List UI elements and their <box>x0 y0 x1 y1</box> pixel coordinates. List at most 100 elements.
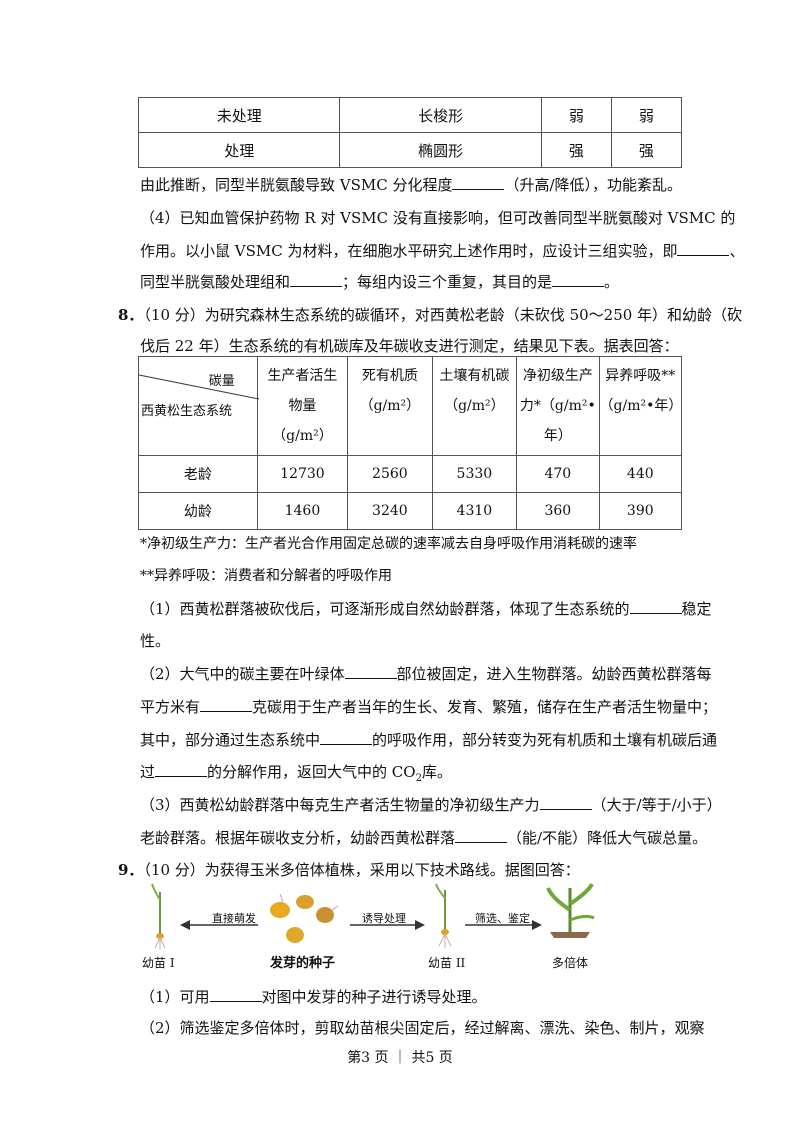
header-line: （g/m²） <box>272 428 333 444</box>
figure-label: 幼苗 I <box>142 956 175 970</box>
text-line: （1）可用对图中发芽的种子进行诱导处理。 <box>140 987 487 1007</box>
text-line: 平方米有 克碳用于生产者当年的生长、发育、繁殖，储存在生产者活生物量中； <box>140 697 717 717</box>
text-span: 其中，部分通过生态系统中 <box>140 731 321 749</box>
answer-blank[interactable] <box>629 599 682 614</box>
question-9-stem: 9．（10 分）为获得玉米多倍体植株，采用以下技术路线。据图回答： <box>118 860 580 880</box>
header-line: 年） <box>543 428 572 444</box>
answer-blank[interactable] <box>455 828 508 843</box>
header-line: 净初级生产 <box>522 368 593 384</box>
table-cell: 5330 <box>431 455 518 493</box>
corner-bottom-label: 西黄松生态系统 <box>141 404 233 419</box>
text-span: （升高/降低），功能紊乱。 <box>504 176 683 194</box>
table-cell: 12730 <box>256 455 349 493</box>
text-span: 克碳用于生产者当年的生长、发育、繁殖，储存在生产者活生物量中； <box>252 698 718 716</box>
text-span: 、 <box>729 242 745 260</box>
text-span: ；每组内设三个重复，其目的是 <box>342 273 553 291</box>
text-line: （3）西黄松幼龄群落中每克生产者活生物量的净初级生产力 （大于/等于/小于） <box>140 795 722 815</box>
answer-blank[interactable] <box>290 272 343 287</box>
diagonal-line <box>139 374 259 400</box>
polyploid-plant-icon <box>546 882 595 938</box>
text-span: 平方米有 <box>140 698 201 716</box>
answer-blank[interactable] <box>452 175 505 190</box>
arrow-right-icon <box>465 920 542 930</box>
text-span: （10 分）为获得玉米多倍体植株，采用以下技术路线。据图回答： <box>143 861 580 879</box>
carbon-table: 碳量 西黄松生态系统 生产者活生 物量 （g/m²） 死有机质 （g/m²） 土… <box>138 356 682 530</box>
text-span: （大于/等于/小于） <box>591 796 722 814</box>
subscript: 2 <box>415 773 422 784</box>
diagonal-header-cell: 碳量 西黄松生态系统 <box>138 356 259 456</box>
text-line: （1）西黄松群落被砍伐后，可逐渐形成自然幼龄群落，体现了生态系统的稳定 <box>140 599 712 619</box>
text-span: （2）大气中的碳主要在叶绿体 <box>140 665 345 683</box>
table-cell: 强 <box>540 132 612 168</box>
text-line: 作用。以小鼠 VSMC 为材料，在细胞水平研究上述作用时，应设计三组实验，即 、 <box>140 241 745 261</box>
answer-blank[interactable] <box>155 762 208 777</box>
text-span: （1）西黄松群落被砍伐后，可逐渐形成自然幼龄群落，体现了生态系统的 <box>140 600 630 618</box>
text-span: （10 分）为研究森林生态系统的碳循环，对西黄松老龄（未砍伐 50～250 年）… <box>143 306 743 324</box>
answer-blank[interactable] <box>677 241 730 256</box>
table-cell: 长梭形 <box>339 97 542 133</box>
table-cell: 1460 <box>256 492 349 530</box>
header-line: （g/m²） <box>444 398 505 414</box>
answer-blank[interactable] <box>209 987 262 1002</box>
observation-table: 未处理 长梭形 弱 弱 处理 椭圆形 强 强 <box>137 97 683 168</box>
answer-blank[interactable] <box>552 272 605 287</box>
table-cell: 弱 <box>540 97 612 133</box>
text-line: （2）大气中的碳主要在叶绿体 部位被固定，进入生物群落。幼龄西黄松群落每 <box>140 664 712 684</box>
column-header: 净初级生产 力*（g/m²• 年） <box>516 356 600 456</box>
question-number: 9． <box>118 861 144 879</box>
table-header-row: 碳量 西黄松生态系统 生产者活生 物量 （g/m²） 死有机质 （g/m²） 土… <box>138 356 683 456</box>
footnote: *净初级生产力：生产者光合作用固定总碳的速率减去自身呼吸作用消耗碳的速率 <box>140 536 637 552</box>
row-label: 老龄 <box>138 455 258 493</box>
text-span: 作用。以小鼠 VSMC 为材料，在细胞水平研究上述作用时，应设计三组实验，即 <box>140 242 678 260</box>
header-line: （g/m²•年） <box>599 398 683 414</box>
table-cell: 弱 <box>610 97 683 133</box>
figure-label: 幼苗 II <box>428 956 466 970</box>
text-line: 老龄群落。根据年碳收支分析，幼龄西黄松群落（能/不能）降低大气碳总量。 <box>140 828 707 848</box>
figure-illustration <box>151 882 595 950</box>
text-span: 过 <box>140 763 156 781</box>
header-line: 物量 <box>288 398 317 414</box>
text-line: 由此推断，同型半胱氨酸导致 VSMC 分化程度 （升高/降低），功能紊乱。 <box>140 175 682 195</box>
header-line: 异养呼吸** <box>605 368 676 384</box>
text-span: 部位被固定，进入生物群落。幼龄西黄松群落每 <box>396 665 712 683</box>
seedling-i-icon <box>151 883 166 950</box>
table-cell: 强 <box>610 132 683 168</box>
text-line: （4）已知血管保护药物 R 对 VSMC 没有直接影响，但可改善同型半胱氨酸对 … <box>140 209 736 227</box>
header-line: 土壤有机碳 <box>439 368 510 384</box>
table-cell: 440 <box>598 455 683 493</box>
text-span: 的呼吸作用，部分转变为死有机质和土壤有机碳后通 <box>372 731 718 749</box>
figure-label: 发芽的种子 <box>270 956 336 971</box>
column-header: 异养呼吸** （g/m²•年） <box>598 356 683 456</box>
text-span: （3）西黄松幼龄群落中每克生产者活生物量的净初级生产力 <box>140 796 540 814</box>
row-label: 幼龄 <box>138 492 258 530</box>
table-cell: 390 <box>598 492 683 530</box>
footnote: **异养呼吸：消费者和分解者的呼吸作用 <box>140 568 392 584</box>
table-row: 幼龄 1460 3240 4310 360 390 <box>138 492 683 530</box>
header-line: （g/m²） <box>359 398 421 414</box>
table-cell: 470 <box>516 455 600 493</box>
table-cell: 360 <box>516 492 600 530</box>
text-span: （能/不能）降低大气碳总量。 <box>507 829 708 847</box>
text-span: 同型半胱氨酸处理组和 <box>140 273 291 291</box>
answer-blank[interactable] <box>344 664 397 679</box>
question-8-stem: 8．（10 分）为研究森林生态系统的碳循环，对西黄松老龄（未砍伐 50～250 … <box>118 305 742 325</box>
text-line: 伐后 22 年）生态系统的有机碳库及年碳收支进行测定，结果见下表。据表回答： <box>140 337 679 355</box>
arrow-left-label: 直接萌发 <box>212 912 256 925</box>
text-span: （1）可用 <box>140 988 210 1006</box>
column-header: 生产者活生 物量 （g/m²） <box>256 356 349 456</box>
table-cell: 处理 <box>137 132 341 168</box>
answer-blank[interactable] <box>320 730 373 745</box>
text-line: 过 的分解作用，返回大气中的 CO2库。 <box>140 762 452 789</box>
answer-blank[interactable] <box>200 697 253 712</box>
table-row: 老龄 12730 2560 5330 470 440 <box>138 455 683 493</box>
answer-blank[interactable] <box>539 795 592 810</box>
text-span: 库。 <box>421 763 452 781</box>
text-span: 的分解作用，返回大气中的 CO <box>207 763 416 781</box>
text-line: 其中，部分通过生态系统中 的呼吸作用，部分转变为死有机质和土壤有机碳后通 <box>140 730 717 750</box>
table-cell: 椭圆形 <box>339 132 542 168</box>
arrow-right-label: 筛选、鉴定 <box>475 912 530 925</box>
question-number: 8． <box>118 306 144 324</box>
text-span: 由此推断，同型半胱氨酸导致 VSMC 分化程度 <box>140 176 453 194</box>
text-span: 。 <box>604 273 620 291</box>
